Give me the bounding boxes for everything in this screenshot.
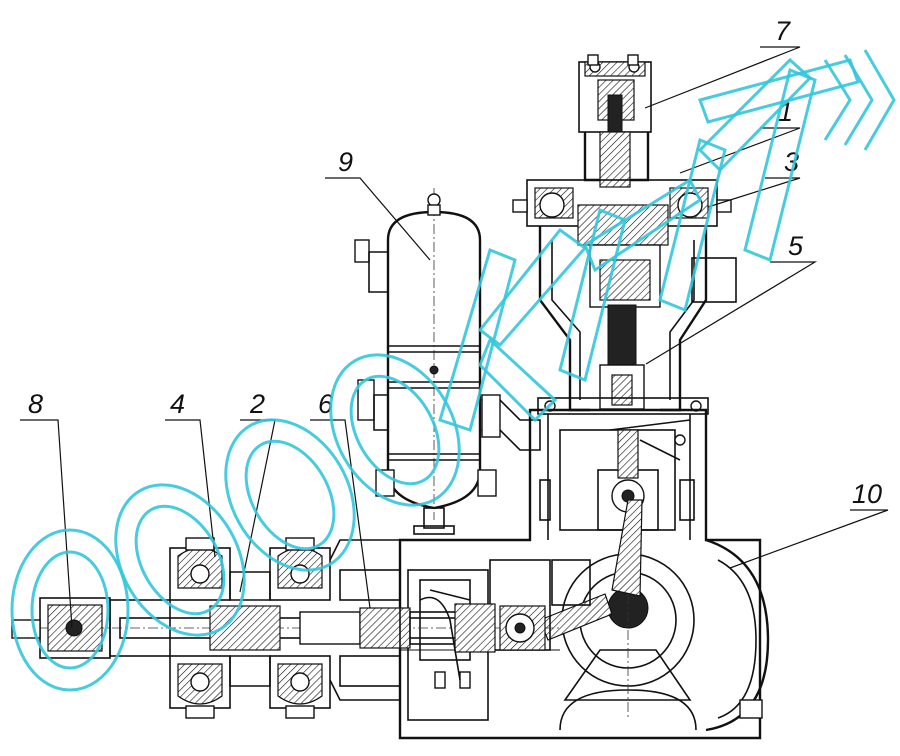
callout-5: 5 [788, 231, 804, 261]
lower-valve-boxes [169, 655, 331, 719]
callout-labels: 7 1 3 5 9 8 4 2 6 10 [28, 16, 882, 509]
watermark-logo [10, 49, 896, 692]
callout-9: 9 [338, 147, 353, 177]
air-chamber [354, 188, 541, 535]
callout-8: 8 [28, 389, 43, 419]
callout-2: 2 [249, 389, 265, 419]
callout-7: 7 [775, 16, 791, 46]
leader-lines [20, 46, 889, 629]
callout-10: 10 [852, 479, 882, 509]
callout-4: 4 [170, 389, 185, 419]
vertical-cylinder-assembly [512, 54, 737, 415]
frame-crankcase [398, 408, 770, 740]
